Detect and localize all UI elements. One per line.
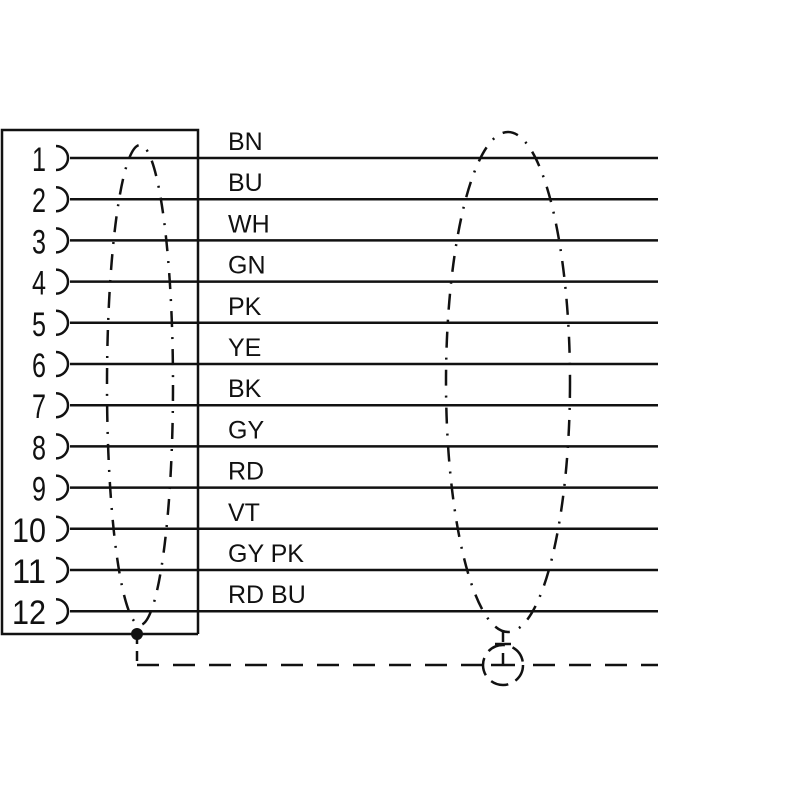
junction-dot [131,628,143,640]
pin-number: 8 [32,429,46,467]
socket-contact-icon [55,474,70,501]
wire-color-label: BN [228,128,263,156]
socket-contact-icon [55,185,70,213]
socket-contact-icon [55,556,70,584]
socket-contact-icon [55,144,70,172]
wire-color-label: YE [228,334,261,362]
pin-number: 1 [32,141,46,179]
wire-color-label: RD BU [228,581,306,609]
socket-contact-icon [55,350,70,378]
pin-number: 11 [12,553,46,591]
pin-number: 5 [32,306,46,344]
connector-housing [0,128,200,636]
wire-color-label: GY PK [228,540,304,568]
pin-number: 12 [12,594,46,632]
wire-color-label: BU [228,169,263,197]
pin-number: 9 [32,471,46,509]
pin-number: 6 [32,347,46,385]
wire-color-label: VT [228,499,260,527]
socket-contact-icon [55,309,70,337]
socket-contact-icon [55,515,70,543]
pin-number: 2 [32,182,46,220]
socket-contact-icon [55,227,70,254]
pin-number: 4 [32,265,46,303]
pin-number: 7 [32,388,46,426]
shield-left [105,143,175,627]
wire-color-label: GY [228,416,264,444]
socket-contact-icon [55,597,70,625]
shield-right [444,130,572,634]
socket-contact-icon [55,433,70,460]
pin-number: 10 [12,512,46,550]
wire-color-label: PK [228,293,262,321]
wire-color-label: BK [228,375,262,403]
wire-color-label: RD [228,458,264,486]
wire-color-label: GN [228,252,266,280]
wire-color-label: WH [228,210,270,238]
socket-contact-icon [55,268,70,295]
pin-number: 3 [32,223,46,261]
ground-icon [481,630,525,687]
socket-contact-icon [55,391,70,419]
